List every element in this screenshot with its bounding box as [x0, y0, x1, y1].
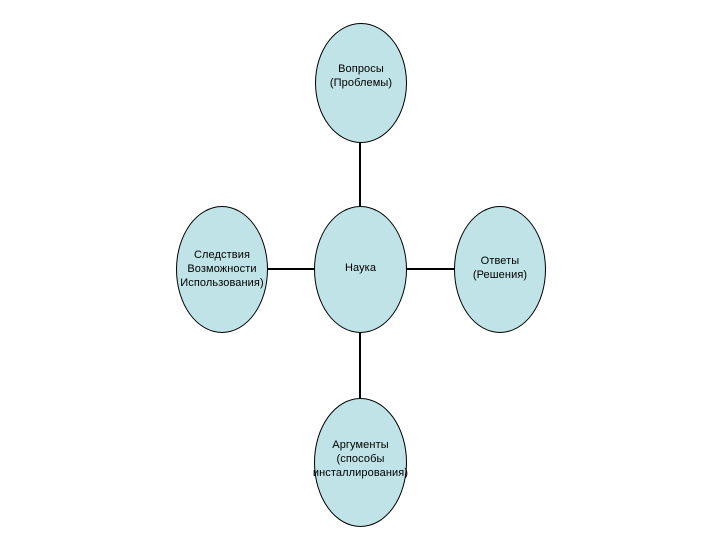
node-right: Ответы (Решения): [454, 206, 546, 333]
connector-right: [406, 268, 454, 270]
node-right-label: Ответы (Решения): [472, 254, 528, 281]
node-bottom-label: Аргументы (способы инсталлирования): [312, 438, 409, 479]
connector-bottom: [359, 333, 361, 399]
node-left: Следствия Возможности Использования): [176, 206, 268, 333]
node-left-label: Следствия Возможности Использования): [180, 248, 264, 289]
node-top: Вопросы (Проблемы): [315, 23, 407, 143]
node-center-label: Наука: [344, 261, 377, 274]
connector-left: [268, 268, 314, 270]
node-top-label: Вопросы (Проблемы): [329, 63, 393, 89]
node-bottom: Аргументы (способы инсталлирования): [312, 398, 409, 527]
connector-top: [359, 141, 361, 207]
node-center: Наука: [314, 206, 407, 333]
